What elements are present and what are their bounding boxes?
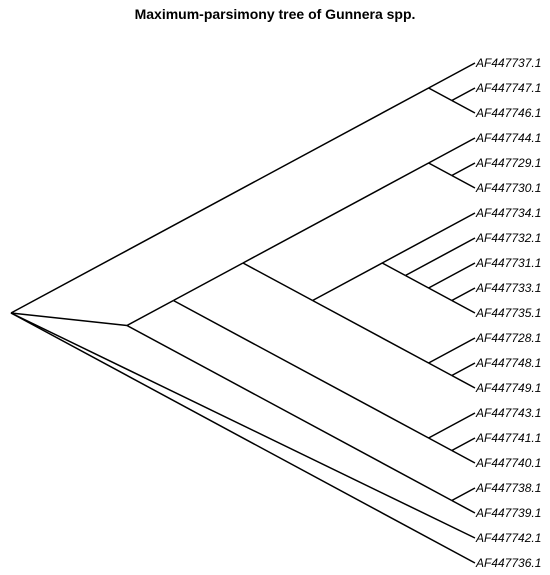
tree-branch: [312, 299, 429, 364]
tip-label: AF447744.1: [475, 131, 541, 145]
tip-label: AF447743.1: [475, 406, 541, 420]
tip-label: AF447742.1: [475, 531, 541, 545]
tip-label: AF447746.1: [475, 106, 541, 120]
tree-branch: [428, 437, 453, 452]
tree-branch: [451, 287, 476, 302]
tip-label: AF447740.1: [475, 456, 541, 470]
tree-branch: [428, 287, 453, 302]
tree-branch: [451, 499, 476, 514]
tree-branch: [428, 137, 476, 164]
tip-label: AF447749.1: [475, 381, 541, 395]
tree-branch: [451, 174, 476, 189]
tip-label: AF447729.1: [475, 156, 541, 170]
figure-title: Maximum-parsimony tree of Gunnera spp.: [134, 6, 416, 22]
tree-branch: [173, 262, 244, 302]
tip-label: AF447732.1: [475, 231, 541, 245]
tip-label: AF447728.1: [475, 331, 541, 345]
tree-branch: [428, 412, 476, 439]
tree-branch: [10, 312, 128, 327]
tree-branch: [451, 162, 476, 177]
tip-label: AF447747.1: [475, 81, 541, 95]
tree-branch: [126, 324, 453, 502]
tree-branch: [10, 312, 476, 539]
tree-branch: [312, 262, 383, 302]
tree-branch: [381, 262, 406, 277]
tree-branch: [451, 437, 476, 452]
tip-label: AF447737.1: [475, 56, 541, 70]
tip-label: AF447730.1: [475, 181, 541, 195]
tree-branch: [451, 99, 476, 114]
tree-branch: [451, 449, 476, 464]
tip-label: AF447738.1: [475, 481, 541, 495]
tip-label: AF447731.1: [475, 256, 541, 270]
tree-branch: [242, 262, 313, 302]
tree-branch: [381, 212, 476, 264]
tree-branch: [451, 374, 476, 389]
tip-label: AF447735.1: [475, 306, 541, 320]
tree-branch: [10, 312, 476, 564]
tip-label: AF447734.1: [475, 206, 541, 220]
tree-branch: [428, 162, 453, 177]
tree-branch: [451, 362, 476, 377]
tree-branch: [428, 337, 476, 364]
tree-branch: [428, 87, 453, 102]
tree-branch: [405, 237, 476, 277]
tree-branch: [451, 487, 476, 502]
tree-branch: [173, 299, 429, 439]
tree-branch: [428, 262, 476, 289]
tree-branch: [405, 274, 429, 289]
tree-branch: [451, 87, 476, 102]
tree-branch: [428, 62, 476, 89]
tip-label: AF447733.1: [475, 281, 541, 295]
tip-label: AF447739.1: [475, 506, 541, 520]
tree-branch: [126, 299, 174, 327]
tree-branch: [428, 362, 453, 377]
tip-label: AF447736.1: [475, 556, 541, 570]
tree-branch: [242, 162, 429, 264]
tree-branch: [451, 299, 476, 314]
tip-label: AF447741.1: [475, 431, 541, 445]
tree-branch: [10, 87, 429, 314]
tip-label: AF447748.1: [475, 356, 541, 370]
